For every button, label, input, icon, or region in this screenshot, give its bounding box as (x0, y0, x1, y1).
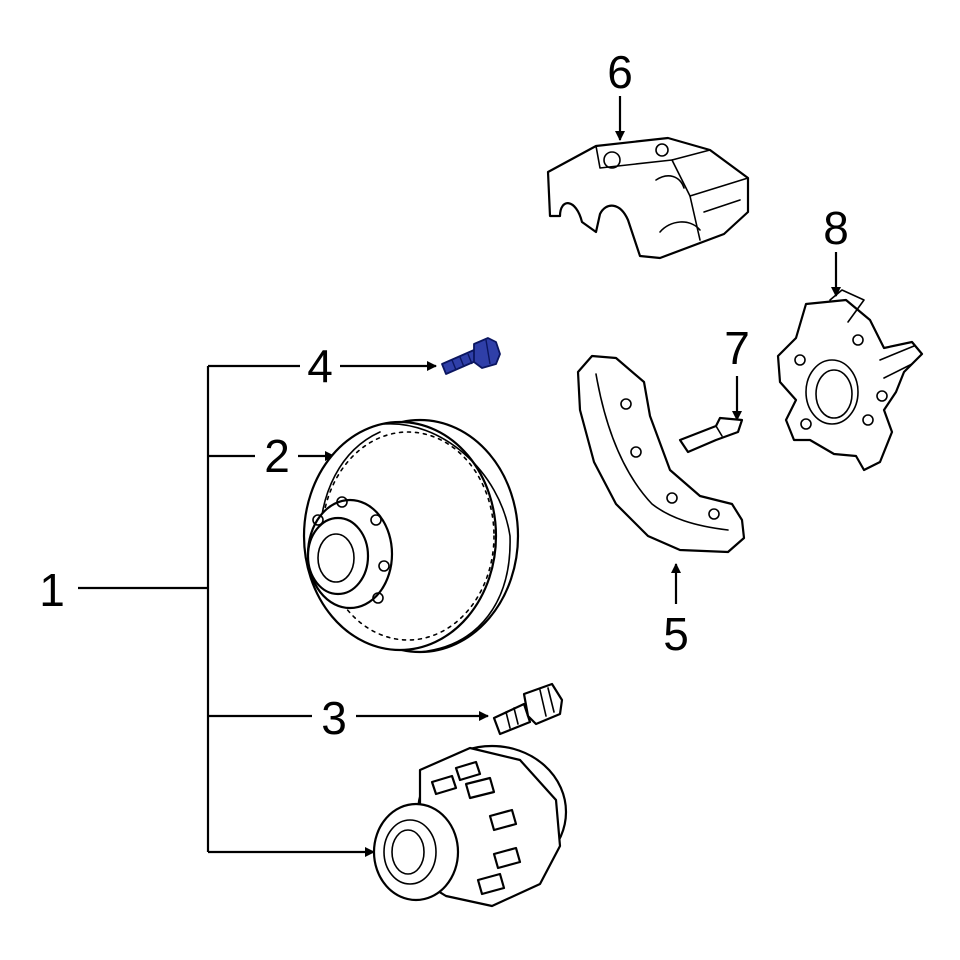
callout-5: 5 (663, 608, 689, 660)
callout-8: 8 (823, 202, 849, 254)
callout-6: 6 (607, 46, 633, 98)
callout-3: 3 (321, 692, 347, 744)
stud-part-3[interactable] (492, 682, 564, 736)
callout-4: 4 (307, 340, 333, 392)
adapter-part-8[interactable] (776, 289, 924, 472)
caliper-part-6[interactable] (546, 136, 750, 260)
clip-part-7[interactable] (678, 416, 744, 454)
splash-shield-part-5[interactable] (576, 354, 746, 554)
bolt-part-4[interactable] (441, 337, 501, 375)
callout-7: 7 (724, 322, 750, 374)
callout-1: 1 (39, 564, 65, 616)
callout-1-bracket (78, 366, 210, 852)
hub-assembly[interactable] (372, 744, 568, 908)
callout-2: 2 (264, 430, 290, 482)
hub-studs (430, 760, 522, 896)
rotor-part-2[interactable] (302, 418, 520, 654)
